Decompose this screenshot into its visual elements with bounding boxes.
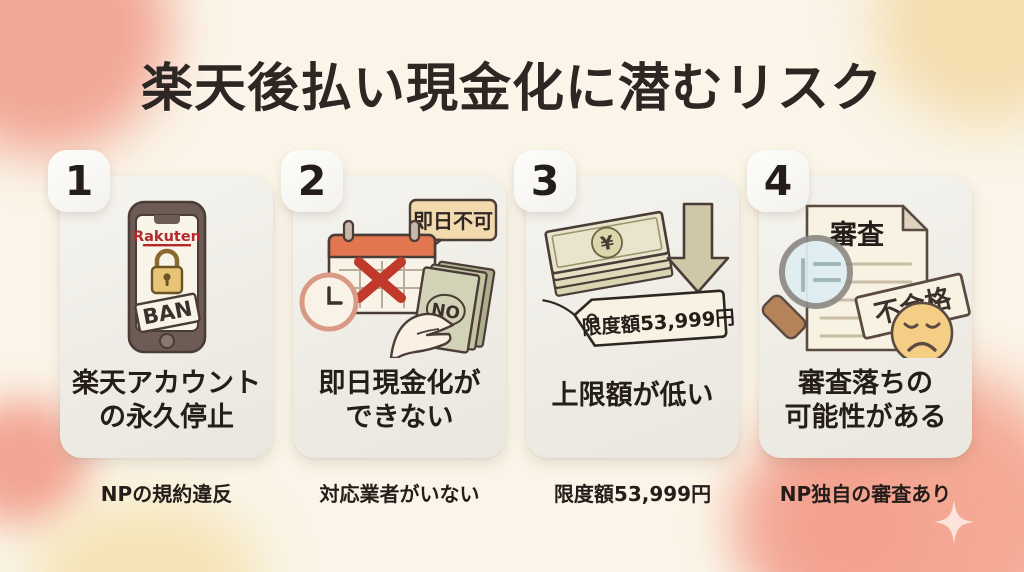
- blob-bottom-right-2: [734, 442, 934, 572]
- svg-text:即日不可: 即日不可: [413, 209, 493, 233]
- card-label: 上限額が低い: [551, 379, 714, 411]
- card-label: 楽天アカウント の永久停止: [72, 368, 261, 433]
- caption-2: 対応業者がいない: [319, 482, 480, 506]
- screening-rejected-illustration: 審査 不合格: [761, 204, 971, 358]
- risk-card-list: 1 Rakuten BAN 楽天アカウント の永久停止 2: [0, 150, 1024, 466]
- svg-text:¥: ¥: [599, 232, 616, 256]
- risk-card-3[interactable]: 3 ¥ 限度額53,999円 上限額が低い: [514, 150, 739, 458]
- card-number-badge: 1: [48, 150, 110, 212]
- caption-3: 限度額53,999円: [553, 482, 712, 506]
- calendar-clock-cash-illustration: 即日不可 NO: [299, 198, 498, 358]
- caption-4: NP独自の審査あり: [779, 482, 952, 506]
- cash-limit-tag-illustration: ¥ 限度額53,999円: [542, 202, 736, 347]
- caption-1: NPの規約違反: [100, 482, 233, 506]
- risk-card-1[interactable]: 1 Rakuten BAN 楽天アカウント の永久停止: [48, 150, 273, 458]
- card-number-badge: 3: [514, 150, 576, 212]
- svg-text:Rakuten: Rakuten: [133, 229, 201, 245]
- card-number-badge: 4: [747, 150, 809, 212]
- sparkle-icon: [934, 500, 974, 544]
- card-label: 即日現金化が できない: [318, 368, 481, 433]
- page-title: 楽天後払い現金化に潜むリスク: [140, 59, 883, 119]
- risk-card-2[interactable]: 2 即日不可: [281, 150, 506, 458]
- risk-card-4[interactable]: 4 審査 不合格: [747, 150, 972, 458]
- card-number-badge: 2: [281, 150, 343, 212]
- phone-banned-illustration: Rakuten BAN: [127, 200, 207, 354]
- card-label: 審査落ちの 可能性がある: [784, 368, 947, 433]
- caption-row: NPの規約違反 対応業者がいない 限度額53,999円 NP独自の審査あり: [0, 478, 1024, 518]
